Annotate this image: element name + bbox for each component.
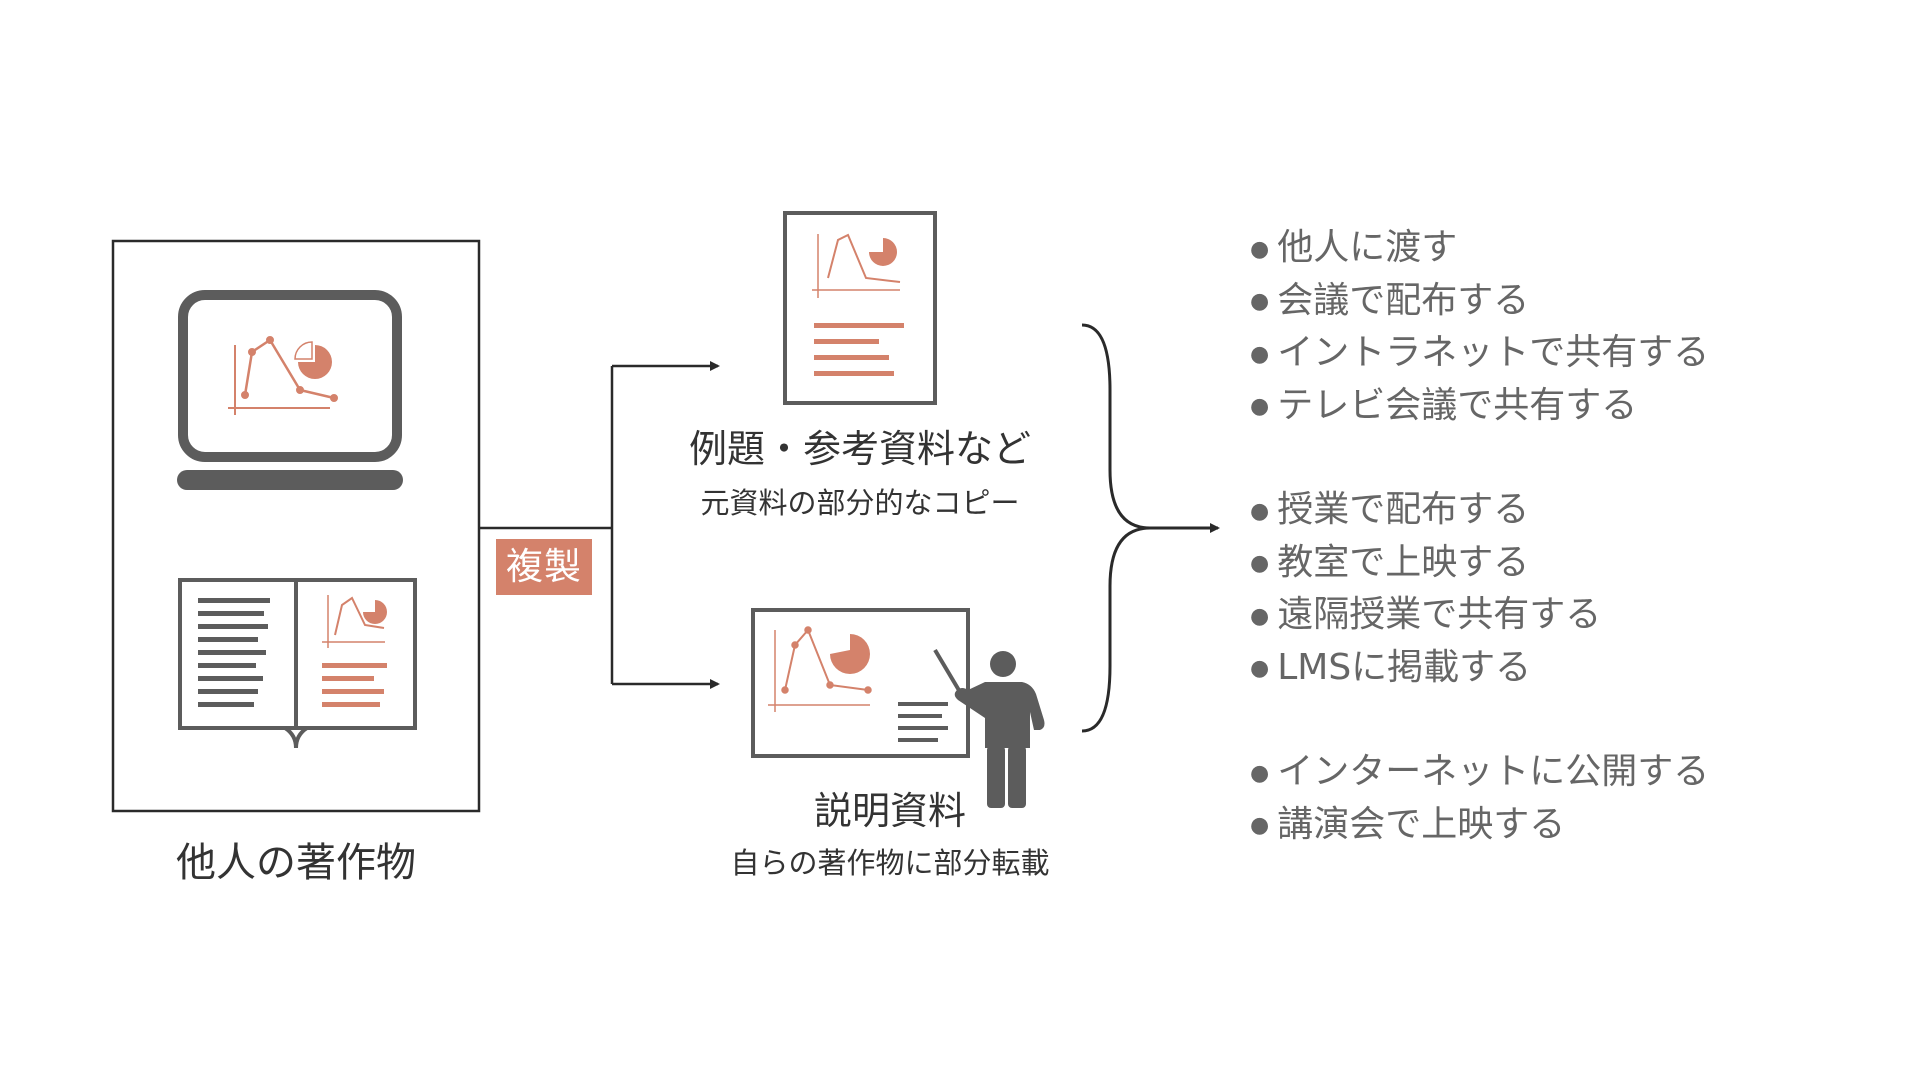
branch-connector [479,361,720,689]
document-subtitle: 元資料の部分的なコピー [700,486,1020,520]
laptop-chart-icon [228,336,338,415]
document-icon [783,211,937,405]
list-item: ● 他人に渡す [1250,222,1770,275]
list-item: ● LMSに掲載する [1250,642,1770,695]
list-item-label: 教室で上映する [1277,541,1530,583]
list-item-label: 授業で配布する [1277,489,1530,530]
bullet-icon: ● [1250,498,1270,524]
copy-action-badge: 複製 [496,539,592,595]
list-item-label: 講演会で上映する [1277,803,1566,845]
laptop-icon [177,290,403,490]
list-item: ● 会議で配布する [1250,275,1770,328]
list-item-label: テレビ会議で共有する [1277,384,1638,426]
bullet-icon: ● [1250,289,1270,314]
source-frame [111,239,481,813]
list-item: ● 遠隔授業で共有する [1250,589,1770,642]
presentation-board-icon [751,608,970,758]
use-group-public: ● インターネットに公開する ● 講演会で上映する [1250,746,1770,851]
bullet-icon: ● [1250,760,1270,786]
presentation-subtitle: 自らの著作物に部分転載 [730,846,1050,880]
grouping-brace [1081,323,1151,733]
bullet-icon: ● [1250,394,1270,419]
use-group-education: ● 授業で配布する ● 教室で上映する ● 遠隔授業で共有する ● LMSに掲載する [1250,484,1770,694]
list-item-label: 遠隔授業で共有する [1277,594,1602,635]
list-item: ● 教室で上映する [1250,537,1770,590]
list-item: ● 授業で配布する [1250,484,1770,537]
use-group-business: ● 他人に渡す ● 会議で配布する ● イントラネットで共有する ● テレビ会議で共有す… [1250,222,1770,432]
list-item: ● インターネットに公開する [1250,746,1770,799]
bullet-icon: ● [1250,236,1270,262]
list-item: ● テレビ会議で共有する [1250,380,1770,433]
list-item-label: 他人に渡す [1277,227,1458,268]
use-cases: ● 他人に渡す ● 会議で配布する ● イントラネットで共有する ● テレビ会議で共有す… [1250,222,1770,903]
source-label: 他人の著作物 [176,840,416,886]
list-item-label: LMSに掲載する [1277,646,1532,688]
bullet-icon: ● [1250,551,1270,576]
list-item: ● イントラネットで共有する [1250,327,1770,380]
list-item-label: 会議で配布する [1277,279,1530,321]
presenter-icon [933,648,1045,808]
bullet-icon: ● [1250,813,1270,838]
list-item-label: イントラネットで共有する [1277,332,1710,373]
list-item-label: インターネットに公開する [1277,751,1710,792]
bullet-icon: ● [1250,341,1270,367]
bullet-icon: ● [1250,603,1270,629]
bullet-icon: ● [1250,656,1270,681]
open-book-icon [178,578,417,749]
list-item: ● 講演会で上映する [1250,799,1770,852]
document-title: 例題・参考資料など [688,427,1031,471]
presentation-title: 説明資料 [813,789,966,833]
